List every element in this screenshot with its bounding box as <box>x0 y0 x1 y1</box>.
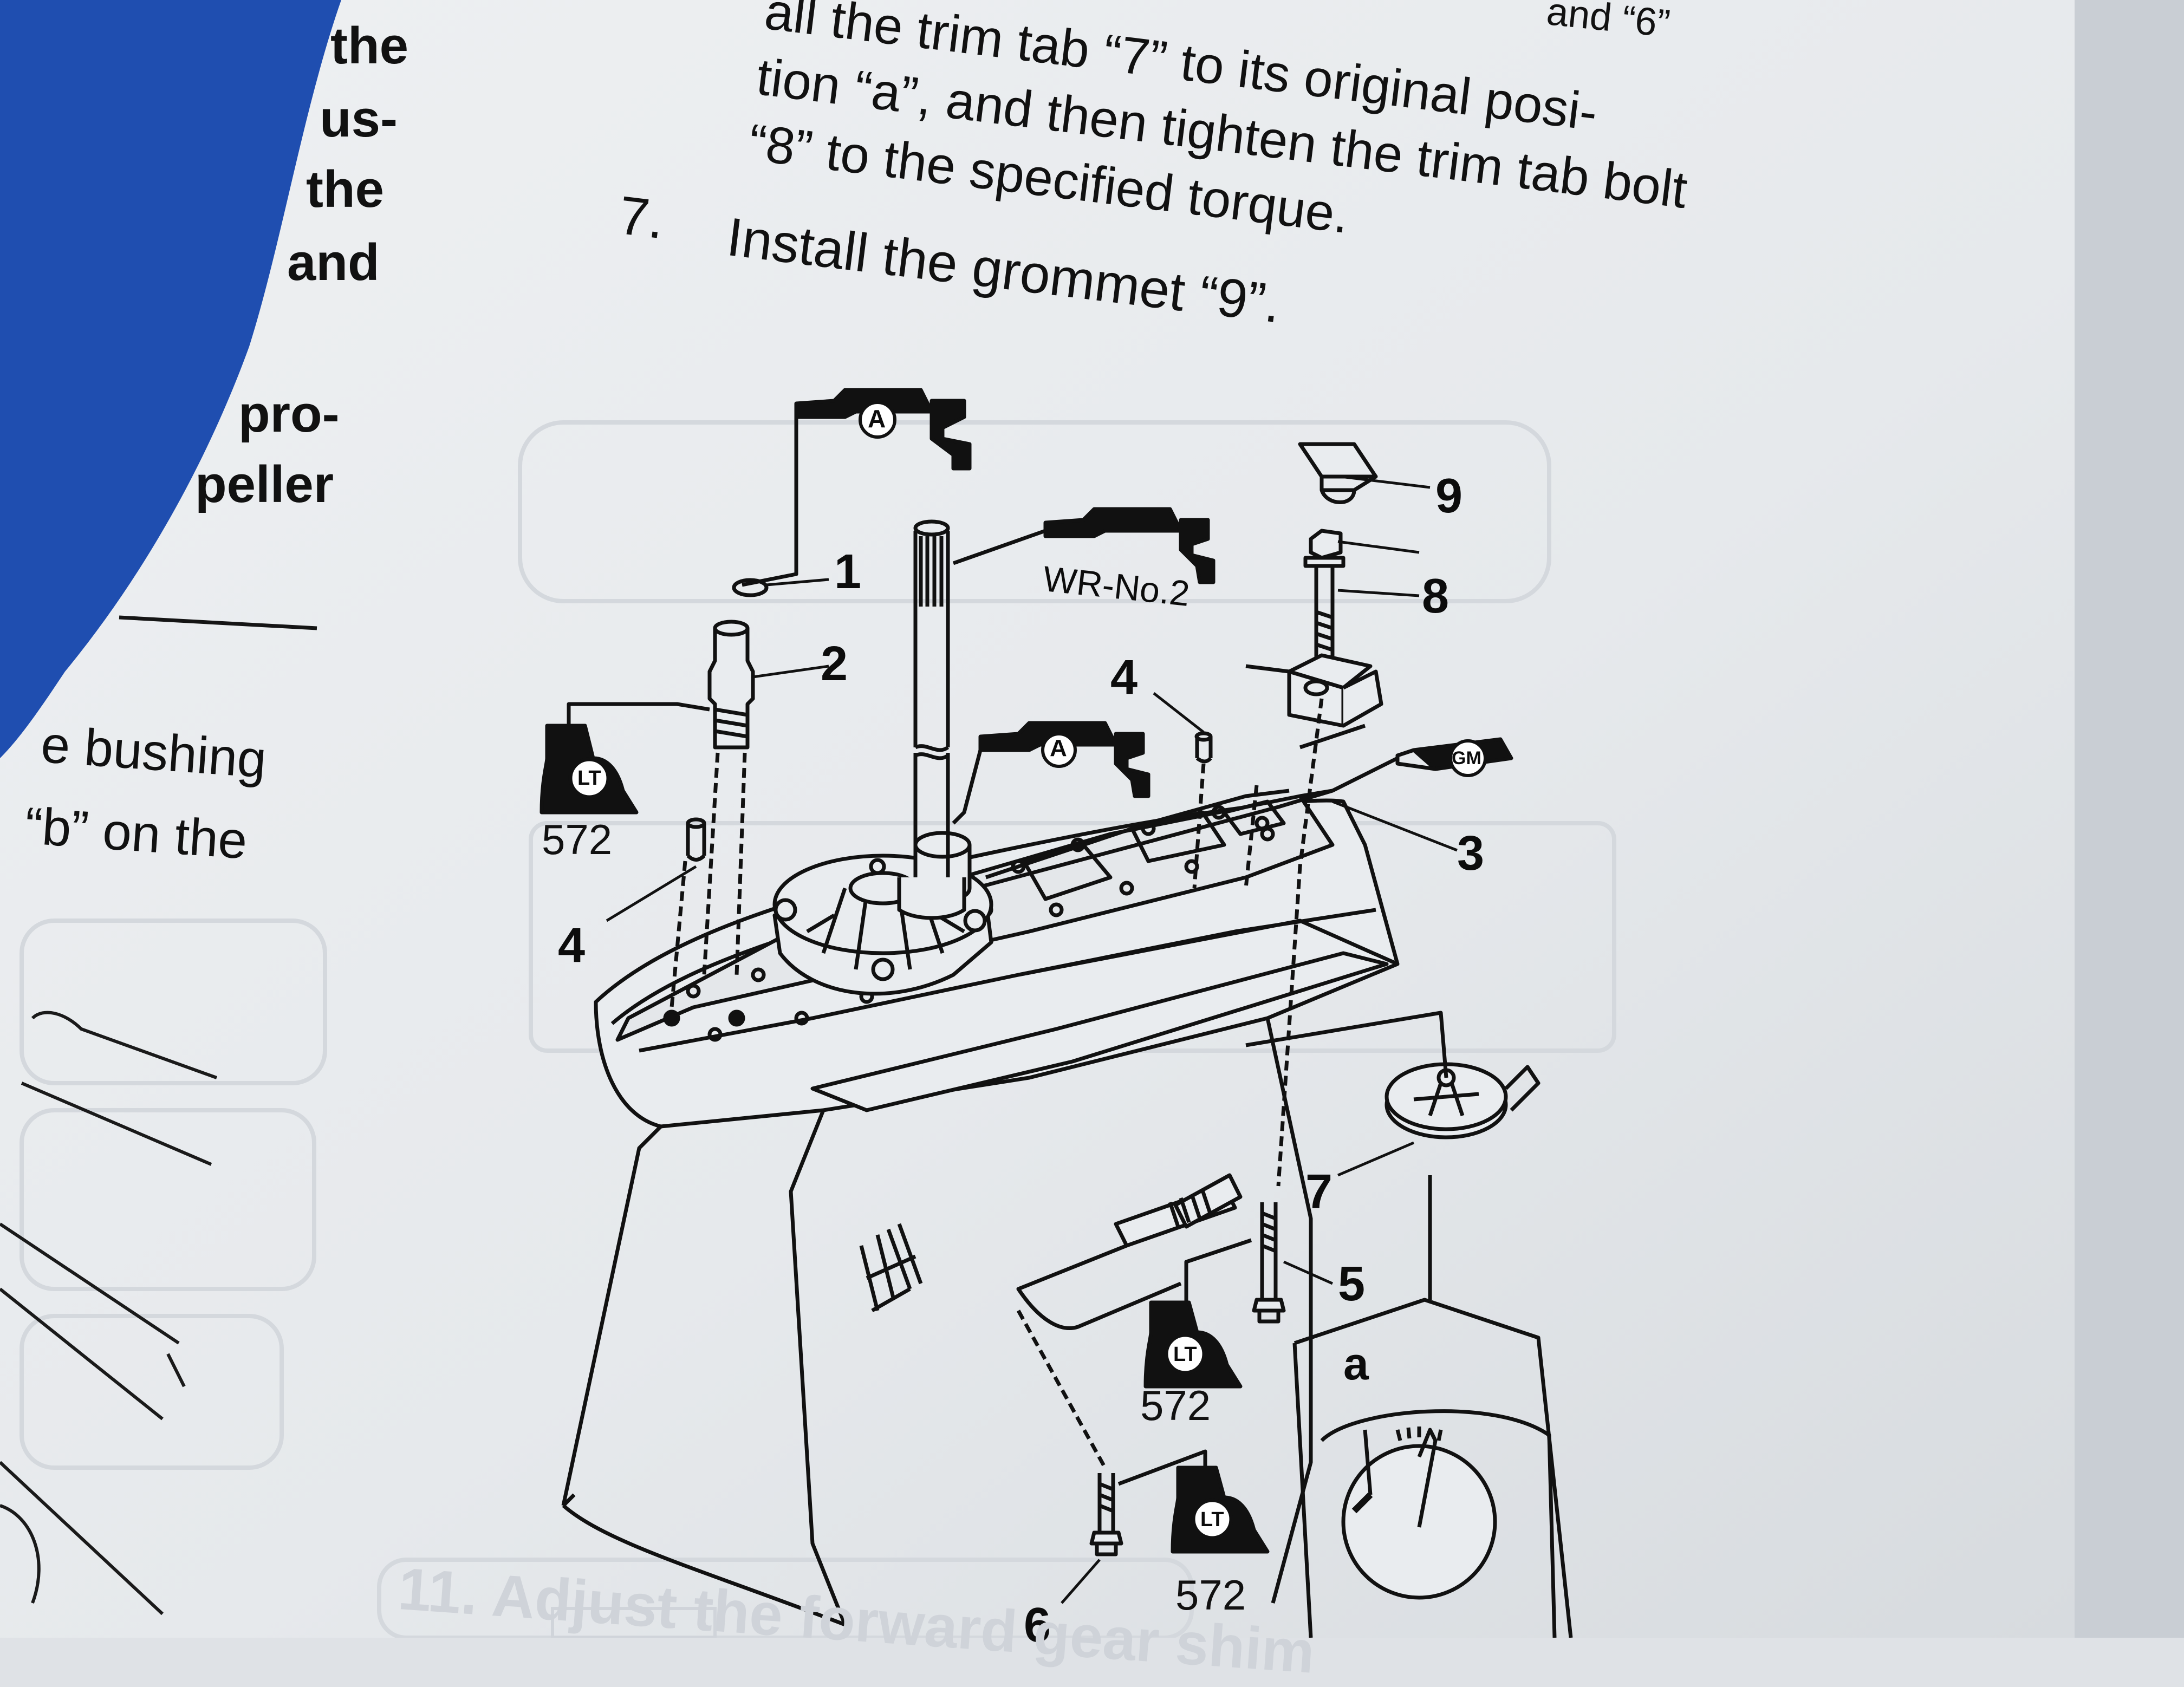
grease-tube-top <box>742 388 972 587</box>
dowel-pin-right-top <box>1194 731 1213 742</box>
callout-3: 3 <box>1457 826 1485 881</box>
grease-tube-gm <box>1331 737 1513 793</box>
callout-9: 9 <box>1435 469 1463 523</box>
drive-shaft <box>897 519 966 920</box>
manual-photo <box>0 0 2184 1638</box>
lt-code-3: 572 <box>1175 1571 1246 1619</box>
paper-background <box>0 0 2184 1638</box>
grease-mark-a-mid: A <box>1050 735 1067 761</box>
locktite-badge-2 <box>1143 1238 1252 1389</box>
left-fragment-4: and <box>287 233 380 291</box>
show-through-box-bottom <box>551 1607 717 1638</box>
position-label-a: a <box>1343 1338 1369 1389</box>
shift-rod-bushing <box>702 620 755 975</box>
grease-tube-wr <box>952 507 1216 584</box>
trim-tab <box>1245 1011 1540 1139</box>
left-column-rule <box>119 615 317 630</box>
grommet <box>1298 442 1378 504</box>
left-fragment-1: the <box>330 17 408 75</box>
left-fragment-6: peller <box>195 455 334 513</box>
callout-1: 1 <box>834 545 862 599</box>
lt-code-1: 572 <box>542 816 613 863</box>
callout-8: 8 <box>1422 569 1450 623</box>
callout-4-left: 4 <box>558 919 586 973</box>
left-fragment-5: pro- <box>238 385 340 443</box>
left-fragment-2: us- <box>320 90 398 148</box>
dowel-pin-left-guide <box>670 861 687 1008</box>
locktite-badge-3 <box>1117 1449 1270 1554</box>
grease-mark-a-top: A <box>868 405 886 433</box>
grease-mark-gm: GM <box>1452 748 1481 768</box>
anode-bolt <box>1252 1202 1286 1324</box>
left-column-diagram-remnant <box>0 1011 218 1616</box>
dowel-pin-left-top <box>686 817 706 829</box>
dowel-pin-left <box>686 823 706 862</box>
inset-box-a <box>1292 1298 1573 1638</box>
trim-tab-block <box>1244 653 1383 1187</box>
step7-number: 7. <box>615 184 668 251</box>
lt-badge-2-text: LT <box>1173 1343 1197 1366</box>
leader-lines <box>606 475 1458 1604</box>
grease-tube-mid <box>952 721 1150 825</box>
callout-4-right: 4 <box>1110 650 1138 705</box>
o-ring <box>732 578 769 597</box>
left-fragment-3: the <box>306 160 384 218</box>
locktite-badge-1 <box>540 702 710 815</box>
lt-badge-1-text: LT <box>577 767 601 790</box>
callout-5: 5 <box>1338 1257 1366 1311</box>
lt-badge-3-text: LT <box>1200 1508 1224 1531</box>
callout-2: 2 <box>821 637 848 691</box>
page-edge <box>2075 0 2184 1638</box>
blue-cover <box>0 0 341 758</box>
lower-bolt <box>1016 1310 1123 1556</box>
dowel-pin-right-guide <box>1192 763 1206 889</box>
callout-7: 7 <box>1305 1165 1333 1219</box>
exploded-diagram <box>540 388 1573 1638</box>
lt-code-2: 572 <box>1140 1382 1211 1429</box>
